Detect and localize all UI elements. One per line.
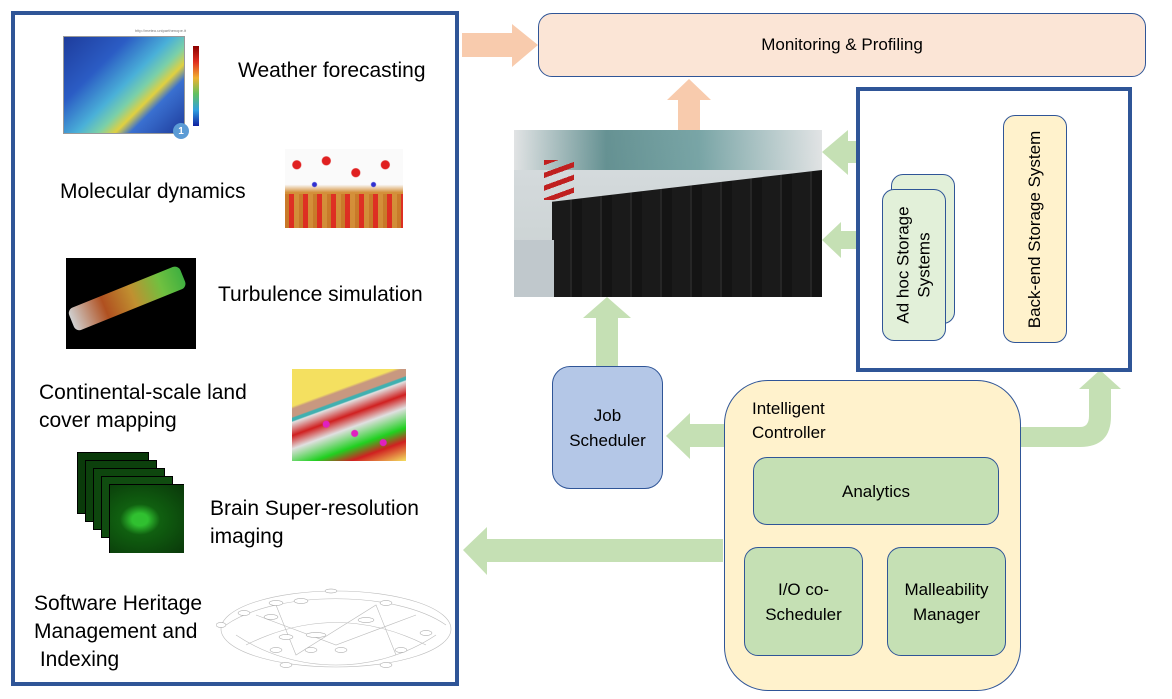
turbulence-image [66, 258, 196, 349]
arrow-controller-to-apps [463, 527, 723, 575]
app-label-weather: Weather forecasting [238, 59, 426, 82]
controller-title: Intelligent Controller [752, 399, 826, 442]
monitoring-label: Monitoring & Profiling [761, 35, 923, 54]
molecule-image [285, 149, 403, 228]
app-label-landcover: Continental-scale land cover mapping [39, 381, 247, 432]
adhoc-storage-box: Ad hoc Storage Systems [882, 189, 946, 341]
analytics-box: Analytics [753, 457, 999, 525]
adhoc-storage-label: Ad hoc Storage Systems [894, 206, 935, 324]
brain-slices-image [77, 452, 184, 553]
job-scheduler-box: Job Scheduler [552, 366, 663, 489]
arrow-controller-to-scheduler [666, 413, 725, 459]
badge-1: 1 [173, 123, 189, 139]
malleability-manager-box: Malleability Manager [887, 547, 1006, 656]
arrow-controller-to-storage [1021, 370, 1121, 447]
backend-storage-box: Back-end Storage System [1003, 115, 1067, 343]
arrow-scheduler-to-cluster [583, 297, 631, 366]
backend-storage-label: Back-end Storage System [1025, 130, 1045, 328]
app-label-turbulence: Turbulence simulation [218, 283, 423, 306]
monitoring-profiling-box: Monitoring & Profiling [538, 13, 1146, 77]
supercomputer-racks-photo [514, 130, 822, 297]
dependency-graph-image [216, 588, 452, 668]
app-label-software: Software Heritage Management and Indexin… [34, 592, 203, 671]
weather-map-caption: http://meteo.uniparthenope.it [135, 28, 186, 33]
app-label-brain: Brain Super-resolution imaging [210, 497, 419, 548]
arrow-apps-to-monitoring [462, 24, 538, 67]
arrow-cluster-to-monitoring [667, 79, 711, 135]
weather-map-image: http://meteo.uniparthenope.it 1 [55, 28, 205, 140]
io-coscheduler-box: I/O co- Scheduler [744, 547, 863, 656]
land-cover-map-image [292, 369, 406, 461]
app-label-molecular: Molecular dynamics [60, 180, 246, 203]
